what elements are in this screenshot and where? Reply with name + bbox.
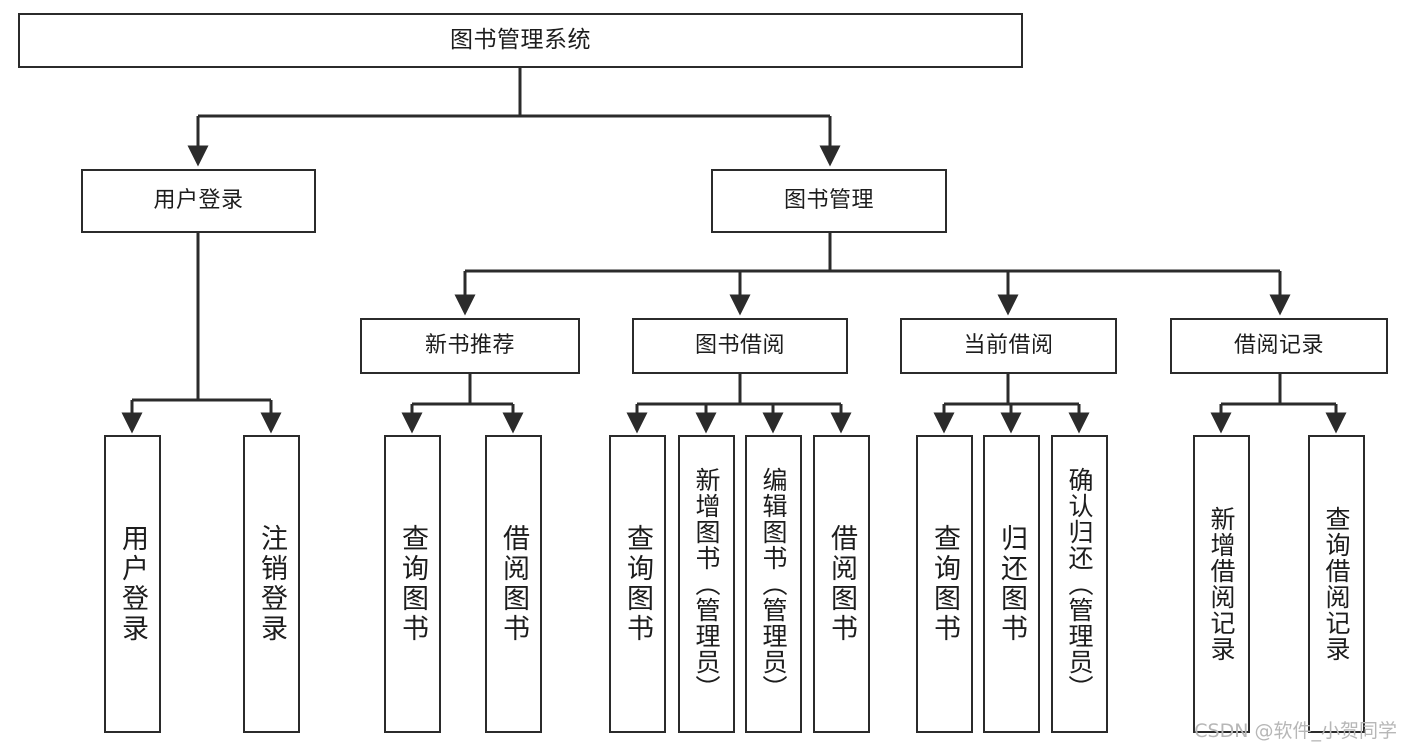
node-leaf-user-login-label: 用户登录	[117, 524, 148, 644]
node-leaf-query-book-1[interactable]: 查询图书	[384, 435, 441, 733]
node-leaf-borrow-book-1-label: 借阅图书	[498, 524, 529, 644]
node-leaf-query-book-1-label: 查询图书	[397, 524, 428, 644]
node-leaf-borrow-book-1[interactable]: 借阅图书	[485, 435, 542, 733]
node-leaf-logout-label: 注销登录	[256, 524, 287, 644]
node-current-borrow[interactable]: 当前借阅	[900, 318, 1117, 374]
node-book-borrow[interactable]: 图书借阅	[632, 318, 848, 374]
node-leaf-query-book-2[interactable]: 查询图书	[609, 435, 666, 733]
node-leaf-query-book-2-label: 查询图书	[622, 524, 653, 644]
node-leaf-add-record-label: 新增借阅记录	[1207, 506, 1236, 662]
node-user-login-label: 用户登录	[153, 188, 244, 214]
node-leaf-return-book-label: 归还图书	[996, 524, 1027, 644]
node-leaf-query-record-label: 查询借阅记录	[1322, 506, 1351, 662]
node-leaf-edit-book-label: 编辑图书（管理员）	[759, 467, 788, 701]
node-book-borrow-label: 图书借阅	[694, 333, 785, 359]
node-leaf-add-book-label: 新增图书（管理员）	[692, 467, 721, 701]
node-user-login[interactable]: 用户登录	[81, 169, 316, 233]
node-leaf-logout[interactable]: 注销登录	[243, 435, 300, 733]
node-root-label: 图书管理系统	[450, 27, 591, 54]
node-current-borrow-label: 当前借阅	[963, 333, 1054, 359]
node-book-manage-label: 图书管理	[783, 188, 874, 214]
node-leaf-borrow-book-2[interactable]: 借阅图书	[813, 435, 870, 733]
node-leaf-confirm-return[interactable]: 确认归还（管理员）	[1051, 435, 1108, 733]
node-new-book-rec[interactable]: 新书推荐	[360, 318, 580, 374]
node-leaf-user-login[interactable]: 用户登录	[104, 435, 161, 733]
node-book-manage[interactable]: 图书管理	[711, 169, 947, 233]
node-borrow-record-label: 借阅记录	[1233, 333, 1324, 359]
node-leaf-edit-book[interactable]: 编辑图书（管理员）	[745, 435, 802, 733]
node-leaf-return-book[interactable]: 归还图书	[983, 435, 1040, 733]
node-leaf-add-book[interactable]: 新增图书（管理员）	[678, 435, 735, 733]
node-new-book-rec-label: 新书推荐	[424, 333, 515, 359]
node-borrow-record[interactable]: 借阅记录	[1170, 318, 1388, 374]
node-leaf-borrow-book-2-label: 借阅图书	[826, 524, 857, 644]
node-leaf-query-book-3[interactable]: 查询图书	[916, 435, 973, 733]
csdn-watermark: CSDN @软件_小贺同学	[1194, 720, 1397, 742]
node-leaf-query-book-3-label: 查询图书	[929, 524, 960, 644]
node-leaf-confirm-return-label: 确认归还（管理员）	[1065, 467, 1094, 701]
node-root[interactable]: 图书管理系统	[18, 13, 1023, 68]
node-leaf-add-record[interactable]: 新增借阅记录	[1193, 435, 1250, 733]
node-leaf-query-record[interactable]: 查询借阅记录	[1308, 435, 1365, 733]
